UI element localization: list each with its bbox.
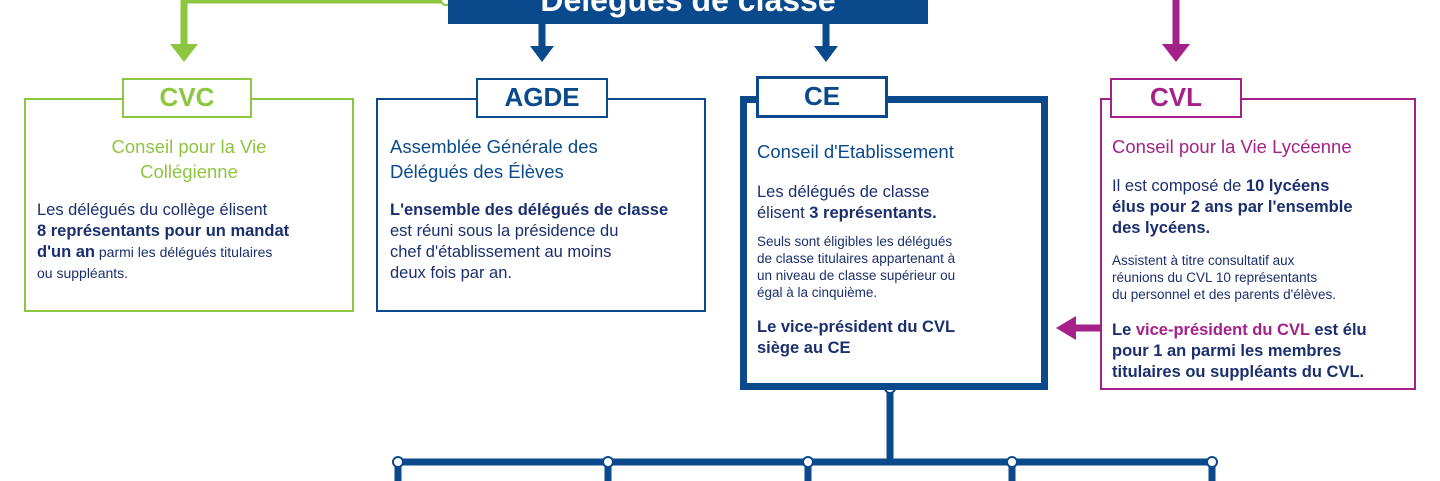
cvl-vice-president: Le vice-président du CVL est élu pour 1 … [1112, 320, 1367, 383]
cvc-text-line-3: parmi les délégués titulaires [95, 244, 273, 260]
ce-arrow-icon [814, 46, 838, 62]
cvl-to-ce-arrow-icon [1056, 316, 1076, 340]
cvl-text-line-1-bold: 10 lycéens [1245, 177, 1330, 195]
ce-small-line-3: un niveau de classe supérieur ou [757, 268, 956, 283]
top-title: Délégués de classe [448, 0, 928, 24]
cvl-name: Conseil pour la Vie Lycéenne [1112, 136, 1352, 157]
cvc-arrow-icon [170, 44, 198, 62]
cvl-description: Il est composé de 10 lycéens élus pour 2… [1112, 176, 1353, 239]
ce-small-line-1: Seuls sont éligibles les délégués [757, 234, 953, 249]
cvl-tag: CVL [1110, 78, 1242, 118]
ce-tag: CE [756, 76, 888, 118]
agde-tag: AGDE [476, 78, 608, 118]
ce-bold-line-2: siège au CE [757, 339, 851, 357]
cvl-box: Conseil pour la Vie Lycéenne Il est comp… [1100, 98, 1416, 390]
agde-box: Assemblée Générale des Délégués des Élèv… [376, 98, 706, 312]
agde-name-line-1: Assemblée Générale des [390, 136, 598, 157]
cvl-text-line-2: élus pour 2 ans par l'ensemble [1112, 198, 1353, 216]
bottom-dot-2 [602, 456, 614, 468]
cvc-name: Conseil pour la Vie Collégienne [26, 134, 352, 184]
cvc-tag: CVC [122, 78, 252, 118]
cvl-bold-line-3: titulaires ou suppléants du CVL. [1112, 363, 1365, 381]
agde-arrow-icon [530, 46, 554, 62]
ce-name: Conseil d'Etablissement [757, 141, 954, 162]
ce-box: Conseil d'Etablissement Les délégués de … [740, 96, 1048, 390]
cvc-box: Conseil pour la Vie Collégienne Les délé… [24, 98, 354, 312]
cvl-bold-line-2: pour 1 an parmi les membres [1112, 342, 1342, 360]
ce-vice-president: Le vice-président du CVL siège au CE [757, 317, 955, 359]
cvc-name-line-2: Collégienne [140, 161, 238, 182]
cvc-name-line-1: Conseil pour la Vie [111, 136, 267, 157]
ce-text-line-1: Les délégués de classe [757, 183, 930, 201]
agde-name-line-2: Délégués des Élèves [390, 161, 564, 182]
agde-name: Assemblée Générale des Délégués des Élèv… [390, 134, 598, 184]
cvc-text-line-1: Les délégués du collège élisent [37, 201, 268, 219]
bottom-dot-5 [1206, 456, 1218, 468]
cvl-small-line-2: réunions du CVL 10 représentants [1112, 270, 1318, 285]
cvl-arrow-icon [1162, 44, 1190, 62]
agde-text-line-4: deux fois par an. [390, 264, 512, 282]
cvc-text-line-4: ou suppléants. [37, 265, 129, 281]
cvl-bold-line-1b: vice-président du CVL [1135, 321, 1310, 339]
cvc-description: Les délégués du collège élisent 8 représ… [37, 200, 289, 284]
cvc-connector [180, 0, 448, 48]
ce-text-line-2-bold: 3 représentants. [809, 204, 937, 222]
cvl-text-line-3: des lycéens. [1112, 219, 1211, 237]
cvl-small-line-3: du personnel et des parents d'élèves. [1112, 287, 1336, 302]
ce-text-line-2: élisent [757, 204, 810, 222]
cvc-text-line-3-bold: d'un an [37, 243, 95, 261]
agde-text-line-3: chef d'établissement au moins [390, 243, 612, 261]
ce-small-line-4: égal à la cinquième. [757, 285, 878, 300]
cvl-text-line-1: Il est composé de [1112, 177, 1246, 195]
agde-description: L'ensemble des délégués de classe est ré… [390, 200, 668, 284]
agde-text-line-1: L'ensemble des délégués de classe [390, 201, 669, 219]
cvl-bold-line-1c: est élu [1309, 321, 1367, 339]
cvc-text-line-2: 8 représentants pour un mandat [37, 222, 290, 240]
ce-eligibility: Seuls sont éligibles les délégués de cla… [757, 233, 955, 301]
ce-bold-line-1: Le vice-président du CVL [757, 318, 956, 336]
cvl-bold-line-1a: Le [1112, 321, 1136, 339]
bottom-dot-1 [392, 456, 404, 468]
bottom-dot-3 [802, 456, 814, 468]
cvl-consultative: Assistent à titre consultatif aux réunio… [1112, 252, 1336, 303]
bottom-dot-4 [1006, 456, 1018, 468]
cvl-small-line-1: Assistent à titre consultatif aux [1112, 253, 1295, 268]
agde-text-line-2: est réuni sous la présidence du [390, 222, 619, 240]
ce-small-line-2: de classe titulaires appartenant à [757, 251, 956, 266]
ce-description: Les délégués de classe élisent 3 représe… [757, 182, 937, 224]
